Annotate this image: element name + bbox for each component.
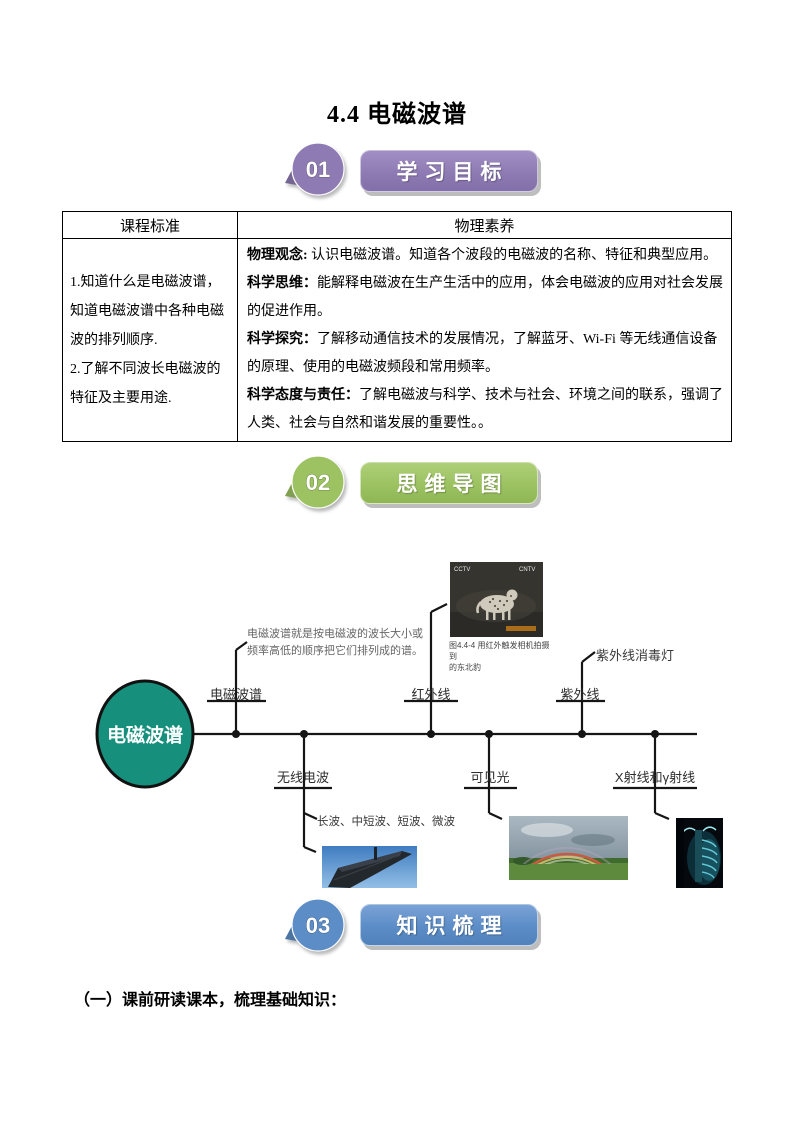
spectrum-definition-note: 电磁波谱就是按电磁波的波长大小或 频率高低的顺序把它们排列成的谱。 — [247, 628, 423, 657]
pre-class-reading-heading: （一）课前研读课本，梳理基础知识： — [74, 992, 347, 1009]
page-title: 4.4 电磁波谱 — [327, 102, 467, 128]
curriculum-standard-cell: 1.知道什么是电磁波谱，知道电磁波谱中各种电磁波的排列顺序. 2.了解不同波长电… — [62, 238, 238, 442]
rainbow-landscape-photo — [509, 816, 628, 880]
literacy-item-thinking: 科学思维：能解释电磁波在生产生活中的应用，体会电磁波的应用对社会发展的促进作用。 — [247, 276, 723, 319]
branch-label-spectrum: 电磁波谱 — [209, 687, 263, 702]
uv-disinfection-lamp-label: 紫外线消毒灯 — [596, 648, 675, 663]
section-03-title: 知识梳理 — [396, 915, 509, 938]
radar-antenna-photo — [322, 846, 417, 888]
section-03-badge-icon: 03 — [285, 898, 345, 952]
radio-wave-types-label: 长波、中短波、短波、微波 — [317, 816, 455, 828]
section-03-number: 03 — [306, 913, 330, 938]
standard-item-2: 2.了解不同波长电磁波的特征及主要用途. — [70, 361, 221, 406]
header-physics-literacy: 物理素养 — [237, 211, 732, 239]
standard-item-1: 1.知道什么是电磁波谱，知道电磁波谱中各种电磁波的排列顺序. — [70, 274, 224, 348]
table-header-row: 课程标准 物理素养 — [62, 211, 732, 239]
mindmap-node-dots — [232, 730, 659, 738]
timestamp-overlay — [506, 626, 536, 631]
literacy-item-inquiry: 科学探究：了解移动通信技术的发展情况，了解蓝牙、Wi-Fi 等无线通信设备的原理… — [247, 332, 718, 375]
section-01-badge-icon: 01 — [285, 142, 345, 196]
branch-label-infrared: 红外线 — [411, 687, 451, 702]
section-02-badge-icon: 02 — [285, 455, 345, 509]
infrared-leopard-photo: CCTV CNTV — [450, 562, 543, 637]
branch-label-ultraviolet: 紫外线 — [560, 687, 600, 702]
literacy-item-concept: 物理观念: 认识电磁波谱。知道各个波段的电磁波的名称、特征和典型应用。 — [247, 248, 718, 263]
branch-label-visible: 可见光 — [470, 770, 510, 785]
section-01-number: 01 — [306, 157, 330, 182]
mindmap-root-label: 电磁波谱 — [106, 725, 184, 747]
table-body-row: 1.知道什么是电磁波谱，知道电磁波谱中各种电磁波的排列顺序. 2.了解不同波长电… — [62, 238, 732, 442]
literacy-item-attitude: 科学态度与责任：了解电磁波与科学、技术与社会、环境之间的联系，强调了人类、社会与… — [247, 388, 723, 431]
infrared-photo-caption: 图4.4-4 用红外触发相机拍摄到 的东北豹 — [449, 641, 550, 672]
tv-logo-right: CNTV — [519, 567, 535, 573]
chest-xray-photo — [676, 818, 723, 888]
physics-literacy-cell: 物理观念: 认识电磁波谱。知道各个波段的电磁波的名称、特征和典型应用。 科学思维… — [237, 238, 732, 442]
section-02-banner: 思维导图 — [360, 462, 538, 504]
section-01-banner: 学习目标 — [360, 150, 538, 192]
section-02-number: 02 — [306, 470, 330, 495]
objectives-table: 课程标准 物理素养 1.知道什么是电磁波谱，知道电磁波谱中各种电磁波的排列顺序.… — [62, 211, 732, 442]
branch-label-xray-gamma: X射线和γ射线 — [614, 770, 696, 785]
section-03-banner: 知识梳理 — [360, 904, 538, 946]
branch-label-radio: 无线电波 — [276, 770, 330, 785]
header-curriculum-standard: 课程标准 — [62, 211, 238, 239]
section-02-title: 思维导图 — [396, 473, 509, 496]
tv-logo-left: CCTV — [454, 567, 470, 573]
section-01-title: 学习目标 — [396, 161, 509, 184]
